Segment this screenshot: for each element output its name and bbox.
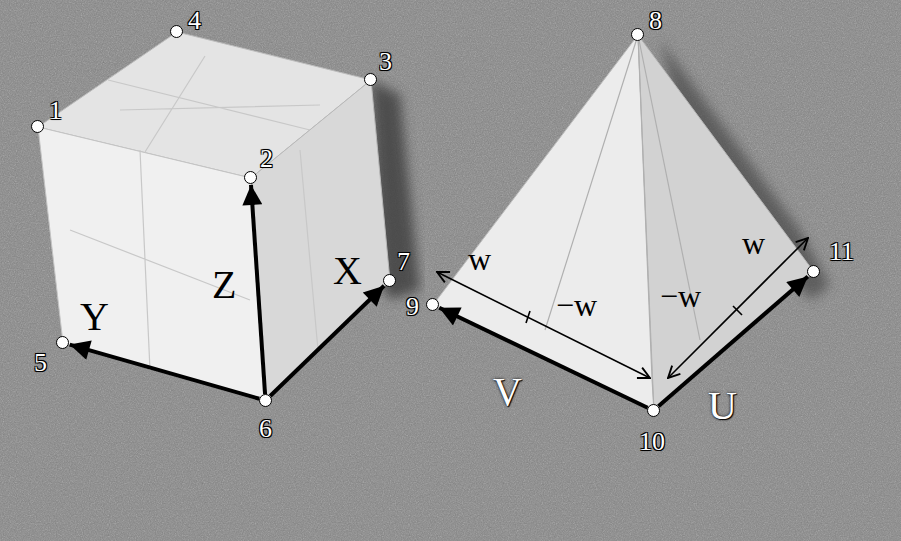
pyramid-left-face — [433, 35, 654, 411]
corner-point: 8 — [631, 28, 644, 41]
corner-point: 1 — [31, 120, 44, 133]
callout-number: 8 — [649, 8, 662, 34]
cube-left-face — [38, 127, 266, 401]
midpoint-tick — [526, 311, 530, 323]
corner-point: 6 — [259, 394, 272, 407]
axis-arrow — [439, 308, 647, 408]
axis-label: Z — [212, 265, 236, 305]
corner-point: 7 — [383, 274, 396, 287]
callout-number: 5 — [34, 350, 47, 376]
callout-number: 2 — [260, 146, 273, 172]
callout-number: 1 — [49, 98, 62, 124]
axis-arrow — [270, 286, 384, 396]
callout-number: 6 — [259, 416, 272, 442]
callout-number: 10 — [639, 429, 665, 455]
vector-label: w — [468, 243, 491, 275]
cube-folds — [70, 56, 320, 370]
axis-arrow — [251, 185, 265, 394]
axis-label: U — [708, 386, 737, 426]
callout-number: 9 — [406, 294, 419, 320]
corner-point: 9 — [426, 298, 439, 311]
axis-arrow — [70, 345, 260, 399]
corner-point: 2 — [244, 171, 257, 184]
corner-point: 5 — [56, 336, 69, 349]
vector-label: −w — [556, 289, 597, 321]
cube-right-face — [251, 80, 390, 401]
callout-number: 3 — [379, 49, 392, 75]
callout-number: 11 — [829, 239, 854, 265]
corner-point: 4 — [170, 25, 183, 38]
vector-label: −w — [660, 280, 701, 312]
pyramid-right-face — [638, 35, 814, 411]
callout-number: 4 — [188, 8, 201, 34]
pyramid-folds — [545, 35, 700, 411]
callout-number: 7 — [397, 249, 410, 275]
axis-label: X — [333, 251, 362, 291]
w-vector-left — [437, 272, 650, 378]
corner-point: 10 — [647, 404, 660, 417]
corner-point: 11 — [807, 265, 820, 278]
axis-label: Y — [80, 297, 109, 337]
corner-point: 3 — [364, 73, 377, 86]
midpoint-tick — [733, 306, 742, 315]
vector-label: w — [742, 227, 765, 259]
axis-label: V — [493, 372, 522, 412]
